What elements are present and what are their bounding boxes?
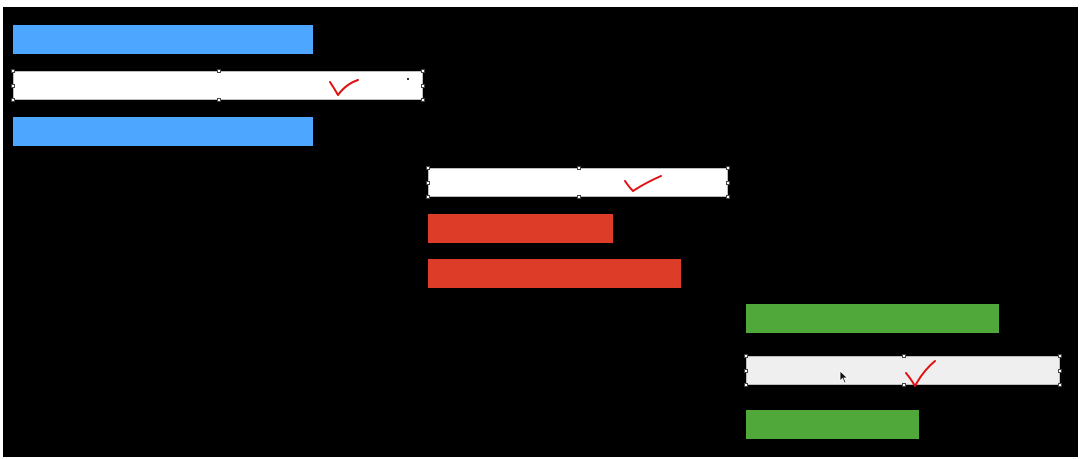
selected-bar-blue-group[interactable] [11,69,425,102]
resize-handle-top-mid[interactable] [217,69,221,73]
green-bar-top[interactable] [746,304,999,333]
resize-handle-top-right[interactable] [1058,354,1062,358]
stray-mark [407,78,409,80]
resize-handle-bottom-right[interactable] [1058,383,1062,387]
selected-bar-red-group[interactable] [426,166,730,199]
resize-handle-bottom-mid[interactable] [217,98,221,102]
resize-handle-bottom-right[interactable] [421,98,425,102]
resize-handle-top-mid[interactable] [902,354,906,358]
resize-handle-mid-right[interactable] [421,84,425,88]
resize-handle-mid-left[interactable] [744,369,748,373]
green-bar-bottom[interactable] [746,410,919,439]
drawing-canvas [3,7,1078,457]
resize-handle-mid-left[interactable] [11,84,15,88]
blue-bar-top[interactable] [13,25,313,54]
resize-handle-bottom-right[interactable] [726,195,730,199]
red-bar-long[interactable] [428,259,681,288]
resize-handle-bottom-left[interactable] [744,383,748,387]
resize-handle-top-mid[interactable] [577,166,581,170]
resize-handle-top-right[interactable] [421,69,425,73]
red-bar-short[interactable] [428,214,613,243]
mouse-pointer-icon [839,370,849,384]
check-mark-icon [905,360,936,387]
resize-handle-mid-right[interactable] [1058,369,1062,373]
resize-handle-bottom-left[interactable] [426,195,430,199]
resize-handle-top-right[interactable] [726,166,730,170]
resize-handle-top-left[interactable] [11,69,15,73]
check-mark-icon [329,79,359,96]
resize-handle-bottom-left[interactable] [11,98,15,102]
resize-handle-mid-left[interactable] [426,181,430,185]
check-mark-icon [624,175,662,192]
resize-handle-bottom-mid[interactable] [902,383,906,387]
resize-handle-mid-right[interactable] [726,181,730,185]
resize-handle-top-left[interactable] [426,166,430,170]
blue-bar-bottom[interactable] [13,117,313,146]
resize-handle-top-left[interactable] [744,354,748,358]
selected-bar-green-group[interactable] [744,354,1062,387]
resize-handle-bottom-mid[interactable] [577,195,581,199]
